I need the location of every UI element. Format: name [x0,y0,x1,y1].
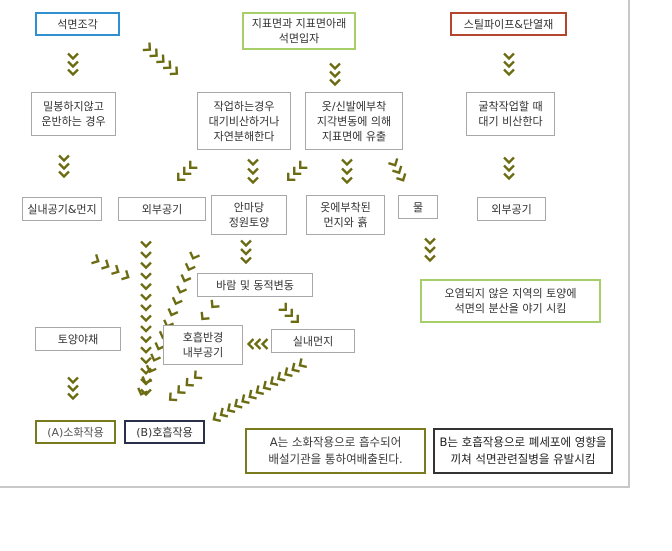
node-indoor-air-dust: 실내공기&먼지 [22,197,102,221]
arrow-fragments-to-work [142,42,179,76]
arrow-transport-to-indoor [58,154,70,179]
arrow-ground-to-clothing [329,62,341,87]
arrow-wind-to-indoordust [278,302,299,323]
arrow-fragments-to-transport [67,52,79,77]
node-asbestos-fragments: 석면조각 [35,12,120,36]
arrow-clothing-to-yard [287,160,308,181]
node-unsealed-transport: 밀봉하지않고 운반하는 경우 [31,92,116,136]
arrow-clothing-to-water [388,158,407,182]
node-b-explanation: B는 호흡작용으로 폐세포에 영향을 끼쳐 석면관련질병을 유발시킴 [433,428,613,474]
arrow-outdoor-down-long [140,240,152,397]
arrow-breathing-to-respiration [168,370,203,402]
arrow-pipe-to-excavation [503,52,515,77]
node-wind-dynamic-change: 바람 및 동적변동 [197,273,313,297]
arrow-water-down [424,237,436,263]
arrow-work-to-outdoor [177,160,198,181]
diagram-frame [0,0,630,488]
node-soil-vegetables: 토양야채 [35,327,121,351]
node-b-respiration: (B)호흡작용 [124,420,205,444]
node-yard-garden-soil: 안마당 정원토양 [211,195,287,235]
arrow-clothing-to-dust [341,158,353,185]
arrow-vegetables-to-digestion [67,376,79,401]
node-outdoor-air-1: 외부공기 [118,197,206,221]
arrow-indoordust-to-respiration [212,358,308,423]
arrow-work-to-yard [247,158,259,185]
arrow-yard-to-wind [240,239,252,265]
arrow-wind-to-breathing [200,299,220,321]
node-excavation-dispersal: 굴착작업할 때 대기 비산한다 [466,92,555,136]
node-outdoor-air-2: 외부공기 [477,197,546,221]
node-steel-pipe-insulation: 스틸파이프&단열재 [450,12,567,36]
node-clothing-attachment: 옷/신발에부착 지각변동에 의해 지표면에 유출 [305,92,403,150]
arrow-indoor-diagonal [91,254,130,281]
arrow-excavation-to-outdoor [503,156,515,181]
node-a-explanation: A는 소화작용으로 흡수되어 배설기관을 통하여배출된다. [245,428,426,474]
node-breathing-zone-air: 호흡반경 내부공기 [163,325,243,365]
arrow-indoordust-to-breathing [246,338,269,350]
node-ground-asbestos-particles: 지표면과 지표면아래 석면입자 [242,12,356,50]
node-indoor-dust: 실내먼지 [271,329,355,353]
node-work-dispersal: 작업하는경우 대기비산하거나 자연분해한다 [197,92,291,150]
node-uncontaminated-soil-note: 오염되지 않은 지역의 토양에 석면의 분산을 야기 시킴 [420,279,601,323]
node-clothing-dust-soil: 옷에부착된 먼지와 흙 [306,195,385,235]
node-water: 물 [398,195,438,219]
node-a-digestion: (A)소화작용 [35,420,116,444]
